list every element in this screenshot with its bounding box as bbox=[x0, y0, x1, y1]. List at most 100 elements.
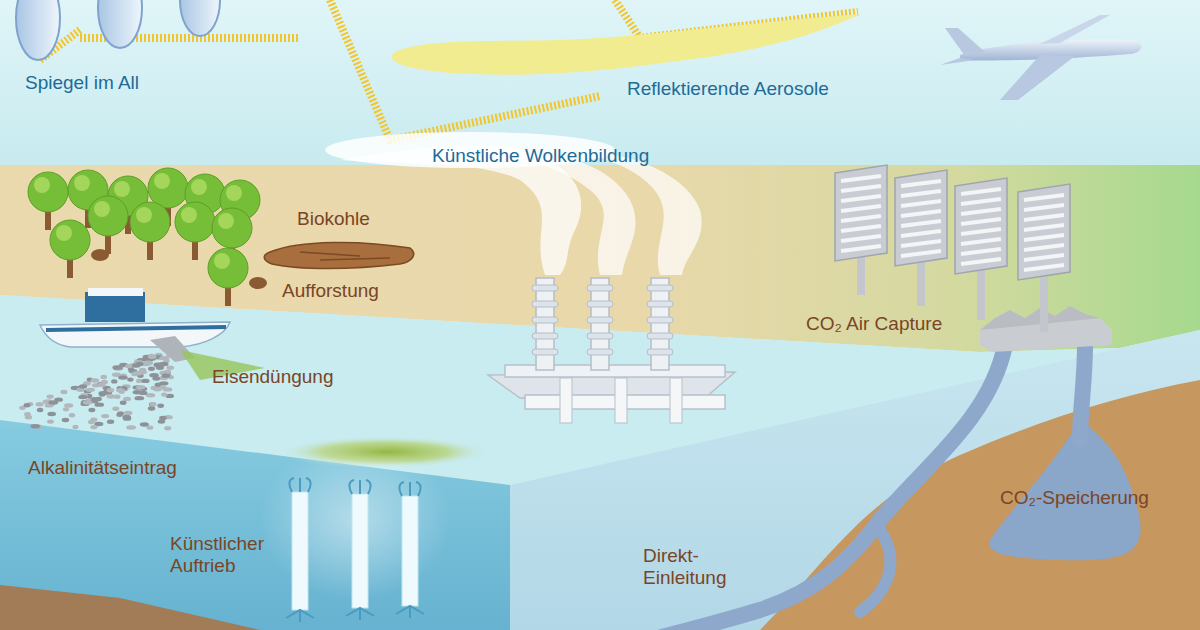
space-mirror bbox=[98, 0, 142, 48]
tree-crown bbox=[208, 248, 248, 288]
chimney-ring bbox=[647, 301, 673, 307]
iron-particle bbox=[111, 379, 117, 383]
part-label: CO₂-Speicherung bbox=[1000, 487, 1149, 509]
part-label: Künstliche Wolkenbildung bbox=[432, 145, 649, 167]
tree-highlight bbox=[181, 207, 197, 223]
panel-slat bbox=[961, 189, 1001, 194]
cloud-ship bbox=[615, 378, 627, 423]
panel-slat bbox=[961, 209, 1001, 214]
chimney-ring bbox=[587, 285, 613, 291]
panel-slat bbox=[961, 229, 1001, 234]
iron-particle bbox=[69, 413, 75, 417]
iron-particle bbox=[0, 353, 175, 431]
panel-slat bbox=[901, 241, 941, 246]
panel-slat bbox=[841, 196, 881, 201]
iron-particle bbox=[118, 375, 128, 379]
iron-particle bbox=[126, 425, 136, 429]
aerosol-layer bbox=[392, 14, 860, 75]
iron-particle bbox=[157, 404, 164, 408]
pipeline bbox=[860, 530, 890, 612]
iron-particle bbox=[148, 354, 156, 358]
tree-stump bbox=[91, 249, 109, 261]
pipe-body bbox=[352, 494, 368, 608]
aerosol-layer bbox=[392, 14, 860, 75]
part-label: Eisendüngung bbox=[212, 366, 334, 388]
pipeline bbox=[1080, 345, 1085, 440]
chimney-ring bbox=[587, 333, 613, 339]
chimney-body bbox=[536, 278, 554, 370]
chimney-ring bbox=[647, 349, 673, 355]
air-capture-panel bbox=[835, 165, 1070, 332]
iron-particle bbox=[37, 408, 44, 412]
panel-slat bbox=[841, 176, 881, 181]
cloud bbox=[500, 150, 636, 275]
part-label: Reflektierende Aerosole bbox=[627, 78, 829, 100]
tree-crown bbox=[212, 208, 252, 248]
iron-particle bbox=[150, 402, 157, 406]
chimney-body bbox=[651, 278, 669, 370]
iron-particle bbox=[48, 400, 58, 404]
sky bbox=[0, 0, 1200, 175]
iron-particle bbox=[152, 376, 160, 380]
panel-slat bbox=[1024, 215, 1064, 220]
tree-highlight bbox=[34, 177, 50, 193]
panel-post bbox=[917, 260, 925, 306]
panel-frame bbox=[955, 178, 1007, 274]
tree-highlight bbox=[74, 175, 90, 191]
panel-slat bbox=[901, 201, 941, 206]
chimney-ring bbox=[532, 349, 558, 355]
iron-particle bbox=[116, 388, 125, 392]
tree-crown bbox=[175, 202, 215, 242]
iron-particle bbox=[141, 379, 149, 383]
panel-frame bbox=[895, 170, 947, 266]
tree-highlight bbox=[214, 253, 230, 269]
panel-frame bbox=[835, 165, 887, 261]
iron-particle bbox=[149, 402, 156, 406]
part-label: Biokohle bbox=[297, 208, 370, 230]
iron-particle bbox=[164, 426, 171, 430]
iron-particle bbox=[146, 425, 153, 429]
ocean-left-face bbox=[0, 585, 260, 630]
iron-particle bbox=[64, 403, 73, 407]
chimney-ring bbox=[647, 333, 673, 339]
tree-highlight bbox=[136, 207, 152, 223]
iron-particle bbox=[162, 373, 171, 377]
panel-frame bbox=[1018, 184, 1070, 280]
ocean-left-face bbox=[0, 420, 510, 630]
iron-particle bbox=[148, 367, 155, 371]
chimney-ring bbox=[532, 285, 558, 291]
panel-slat bbox=[841, 186, 881, 191]
iron-particle bbox=[63, 407, 69, 411]
chimney-ring bbox=[647, 285, 673, 291]
iron-particle bbox=[90, 425, 97, 429]
panel-slat bbox=[1024, 235, 1064, 240]
panel-slat bbox=[1024, 265, 1064, 270]
fertilizer-boat bbox=[85, 292, 145, 322]
iron-particle bbox=[139, 391, 147, 395]
tree-highlight bbox=[154, 173, 170, 189]
iron-particle bbox=[160, 385, 167, 389]
panel-slat bbox=[841, 246, 881, 251]
iron-particle bbox=[123, 415, 131, 419]
chimney-ring bbox=[647, 317, 673, 323]
airplane bbox=[1000, 55, 1075, 100]
part-label: Aufforstung bbox=[282, 280, 379, 302]
iron-particle bbox=[107, 394, 116, 398]
iron-particle bbox=[153, 387, 161, 391]
space-mirror bbox=[16, 0, 220, 60]
iron-particle bbox=[101, 375, 107, 379]
iron-particle bbox=[143, 361, 152, 365]
iron-particle bbox=[123, 415, 132, 419]
upwelling-pipe bbox=[286, 478, 424, 622]
tree-highlight bbox=[218, 213, 234, 229]
iron-particle bbox=[79, 384, 87, 388]
panel-slat bbox=[841, 236, 881, 241]
biochar bbox=[300, 252, 390, 260]
iron-particle bbox=[156, 366, 164, 370]
iron-particle bbox=[166, 366, 174, 370]
panel-slat bbox=[1024, 255, 1064, 260]
chimney-ring bbox=[587, 317, 613, 323]
panel-slat bbox=[1024, 205, 1064, 210]
iron-particle bbox=[78, 395, 87, 399]
